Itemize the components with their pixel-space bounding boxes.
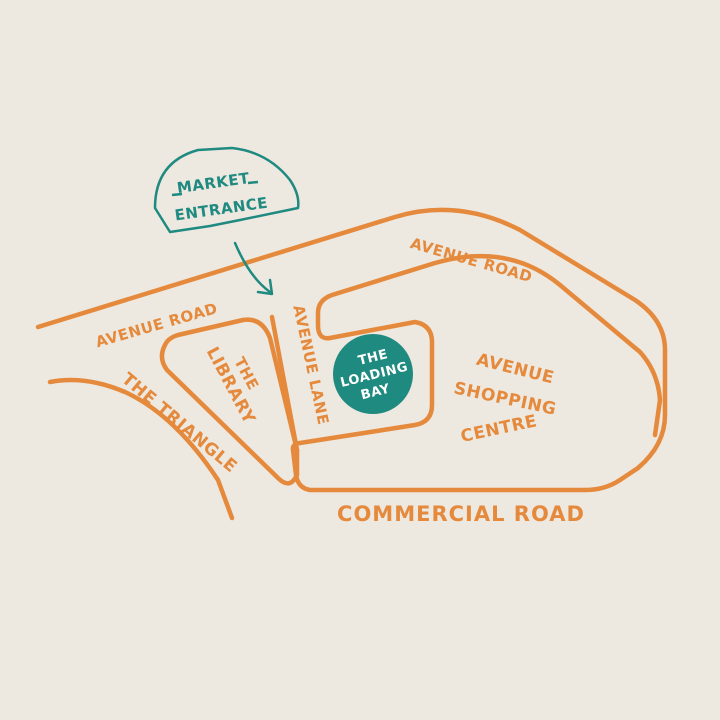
avenue-road-left-label: AVENUE ROAD: [94, 299, 220, 351]
market-entrance-shape: [153, 146, 300, 234]
avenue-lane-label: AVENUE LANE: [289, 303, 332, 426]
triangle-road: [47, 377, 235, 521]
market-entrance-line1: MARKET: [176, 169, 251, 197]
shopping-centre-line3: CENTRE: [459, 411, 539, 447]
curved-arrow-icon: [233, 241, 274, 296]
loading-bay-marker[interactable]: THE LOADING BAY: [333, 334, 413, 414]
avenue-lane-road: [269, 314, 300, 453]
dash-right: [247, 180, 259, 185]
roads: [35, 207, 668, 521]
shopping-centre-line1: AVENUE: [474, 350, 556, 389]
dash-left: [171, 192, 183, 197]
circle-marker-icon: [333, 334, 413, 414]
arrow-head: [256, 278, 274, 296]
market-entrance-line2: ENTRANCE: [174, 194, 270, 225]
commercial-road-label: COMMERCIAL ROAD: [337, 502, 585, 526]
loading-bay-line3: BAY: [359, 382, 391, 404]
loading-bay-line1: THE: [357, 347, 390, 369]
road-outline: [35, 207, 668, 493]
arrow-line: [233, 241, 272, 294]
market-entrance[interactable]: MARKET ENTRANCE: [153, 146, 300, 234]
